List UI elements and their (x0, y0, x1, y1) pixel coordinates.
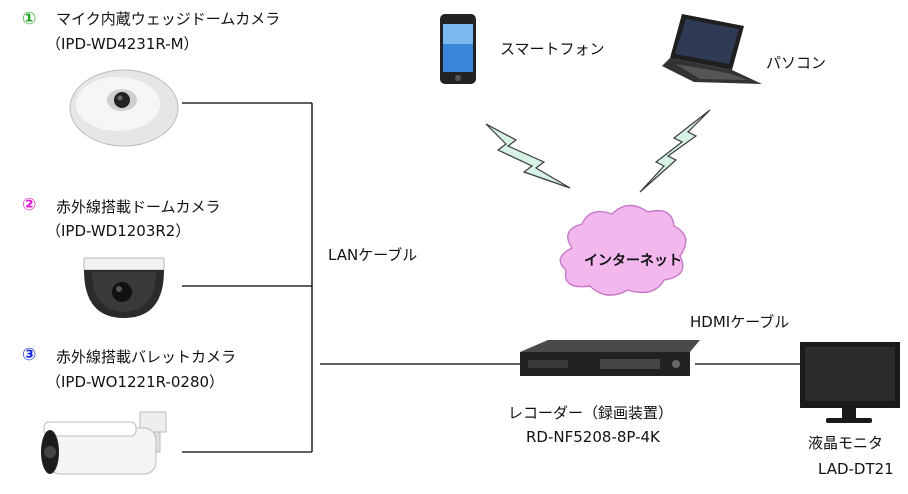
recorder-name: レコーダー（録画装置） (508, 404, 674, 422)
pc-label: パソコン (766, 54, 827, 72)
camera3-number-text: ③ (22, 345, 37, 365)
camera2-number: ② (22, 196, 36, 214)
camera3-name: 赤外線搭載バレットカメラ (56, 348, 237, 366)
recorder-model: RD-NF5208-8P-4K (526, 428, 660, 446)
camera1-model: （IPD-WD4231R-M） (46, 35, 199, 53)
wireless-bolts (485, 109, 711, 193)
smartphone-label: スマートフォン (500, 40, 605, 58)
monitor-model: LAD-DT21 (818, 460, 894, 478)
camera1-number: ① (22, 10, 36, 28)
internet-cloud-icon (559, 204, 687, 296)
smartphone-icon (440, 14, 476, 84)
camera2-number-text: ② (22, 195, 37, 215)
recorder-device-icon (520, 340, 700, 376)
wedge-dome-camera-icon (69, 69, 179, 147)
ir-dome-camera-icon (83, 257, 165, 318)
wireless-bolt-left-icon (485, 123, 571, 189)
camera3-model: （IPD-WO1221R-0280） (46, 373, 225, 391)
camera1-number-text: ① (22, 9, 37, 29)
monitor-device-icon (800, 342, 900, 423)
hdmi-cable-label: HDMIケーブル (690, 313, 790, 331)
camera3-number: ③ (22, 346, 36, 364)
camera2-model: （IPD-WD1203R2） (46, 222, 191, 240)
bullet-camera-icon (41, 411, 167, 475)
wireless-bolt-right-icon (639, 109, 711, 193)
monitor-name: 液晶モニタ (808, 434, 884, 452)
lan-cable-label: LANケーブル (328, 246, 418, 264)
internet-label: インターネット (584, 253, 682, 269)
camera1-name: マイク内蔵ウェッジドームカメラ (56, 10, 281, 28)
lan-lines (182, 102, 800, 453)
laptop-icon (662, 14, 762, 84)
camera2-name: 赤外線搭載ドームカメラ (56, 198, 221, 216)
